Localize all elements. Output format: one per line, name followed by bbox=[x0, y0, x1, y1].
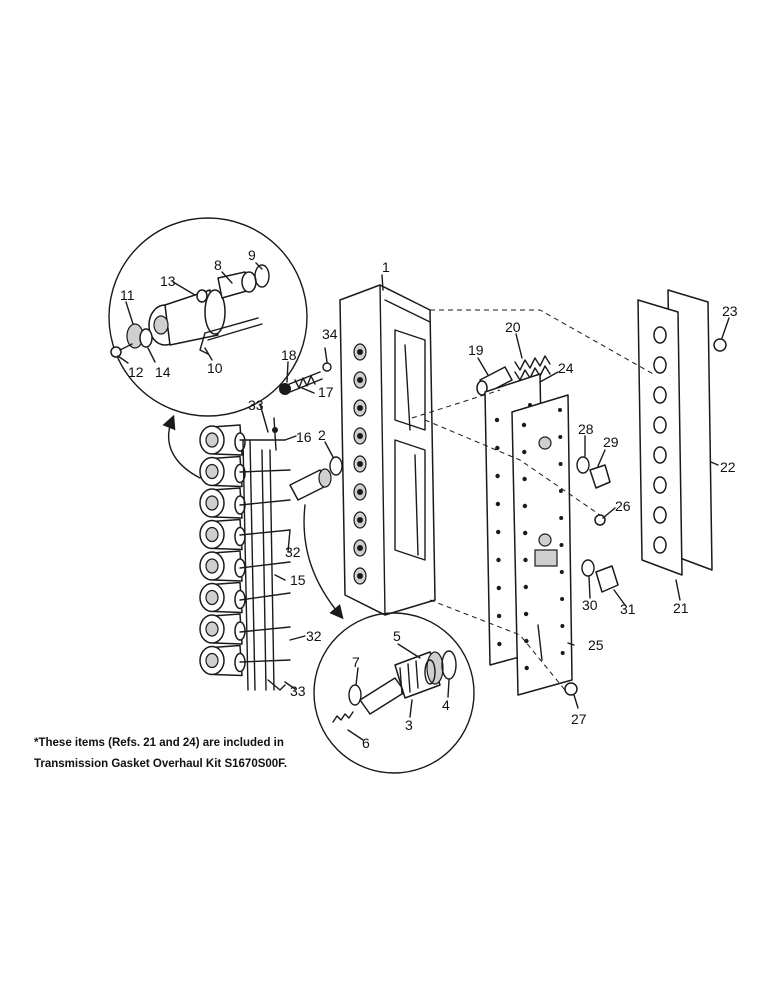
regulator-spool bbox=[476, 355, 551, 396]
plug-and-spring bbox=[279, 362, 332, 395]
callout-14: 14 bbox=[155, 364, 171, 380]
callout-2: 2 bbox=[318, 427, 326, 443]
callout-23: 23 bbox=[722, 303, 738, 319]
callout-13: 13 bbox=[160, 273, 176, 289]
solenoid-tubes bbox=[239, 417, 291, 691]
cover-plate-25-holes bbox=[521, 408, 565, 671]
kit-note: *These items (Refs. 21 and 24) are inclu… bbox=[34, 733, 364, 775]
callout-5: 5 bbox=[393, 628, 401, 644]
kit-note-line-1: *These items (Refs. 21 and 24) are inclu… bbox=[34, 737, 284, 749]
valve-body-ports bbox=[353, 343, 367, 585]
callout-22: 22 bbox=[720, 459, 736, 475]
callout-24: 24 bbox=[558, 360, 574, 376]
alignment-lines bbox=[411, 309, 656, 691]
cover-plate-25 bbox=[511, 394, 573, 696]
callout-7: 7 bbox=[352, 654, 360, 670]
plugs-and-bolts bbox=[564, 456, 619, 696]
gasket-21 bbox=[637, 299, 683, 576]
callout-11: 11 bbox=[120, 287, 135, 303]
gasket-21-holes bbox=[653, 326, 667, 554]
callout-3: 3 bbox=[405, 717, 413, 733]
valve-body bbox=[339, 284, 436, 616]
kit-note-line-2: Transmission Gasket Overhaul Kit S1670S0… bbox=[34, 758, 288, 770]
callout-15: 15 bbox=[290, 572, 306, 588]
callout-4: 4 bbox=[442, 697, 450, 713]
callout-31: 31 bbox=[620, 601, 636, 617]
callout-28: 28 bbox=[578, 421, 594, 437]
solenoid-stack bbox=[199, 424, 246, 677]
leader-lines bbox=[117, 262, 730, 741]
callout-32-upper: 32 bbox=[285, 544, 301, 560]
solenoid-detail-circle bbox=[108, 217, 308, 417]
bolt-23 bbox=[713, 338, 727, 352]
callout-20: 20 bbox=[505, 319, 521, 335]
callout-10: 10 bbox=[207, 360, 223, 376]
callout-34: 34 bbox=[322, 326, 338, 342]
detail-arrow-top bbox=[162, 414, 201, 479]
callout-18: 18 bbox=[281, 347, 297, 363]
callout-9: 9 bbox=[248, 247, 256, 263]
callout-25: 25 bbox=[588, 637, 604, 653]
callout-32-lower: 32 bbox=[306, 628, 322, 644]
callout-33-lower: 33 bbox=[290, 683, 306, 699]
callout-29: 29 bbox=[603, 434, 619, 450]
callout-labels: 1 2 3 4 5 6 7 8 9 10 11 12 13 14 15 16 1… bbox=[120, 247, 738, 751]
valve-spool bbox=[289, 456, 343, 501]
callout-1: 1 bbox=[382, 259, 390, 275]
callout-6: 6 bbox=[362, 735, 370, 751]
callout-33-upper: 33 bbox=[248, 397, 264, 413]
callout-30: 30 bbox=[582, 597, 598, 613]
callout-21: 21 bbox=[673, 600, 689, 616]
detail-arrow-bottom bbox=[303, 504, 344, 620]
callout-17: 17 bbox=[318, 384, 334, 400]
callout-27: 27 bbox=[571, 711, 587, 727]
callout-16: 16 bbox=[296, 429, 312, 445]
callout-19: 19 bbox=[468, 342, 484, 358]
callout-12: 12 bbox=[128, 364, 144, 380]
callout-26: 26 bbox=[615, 498, 631, 514]
callout-8: 8 bbox=[214, 257, 222, 273]
